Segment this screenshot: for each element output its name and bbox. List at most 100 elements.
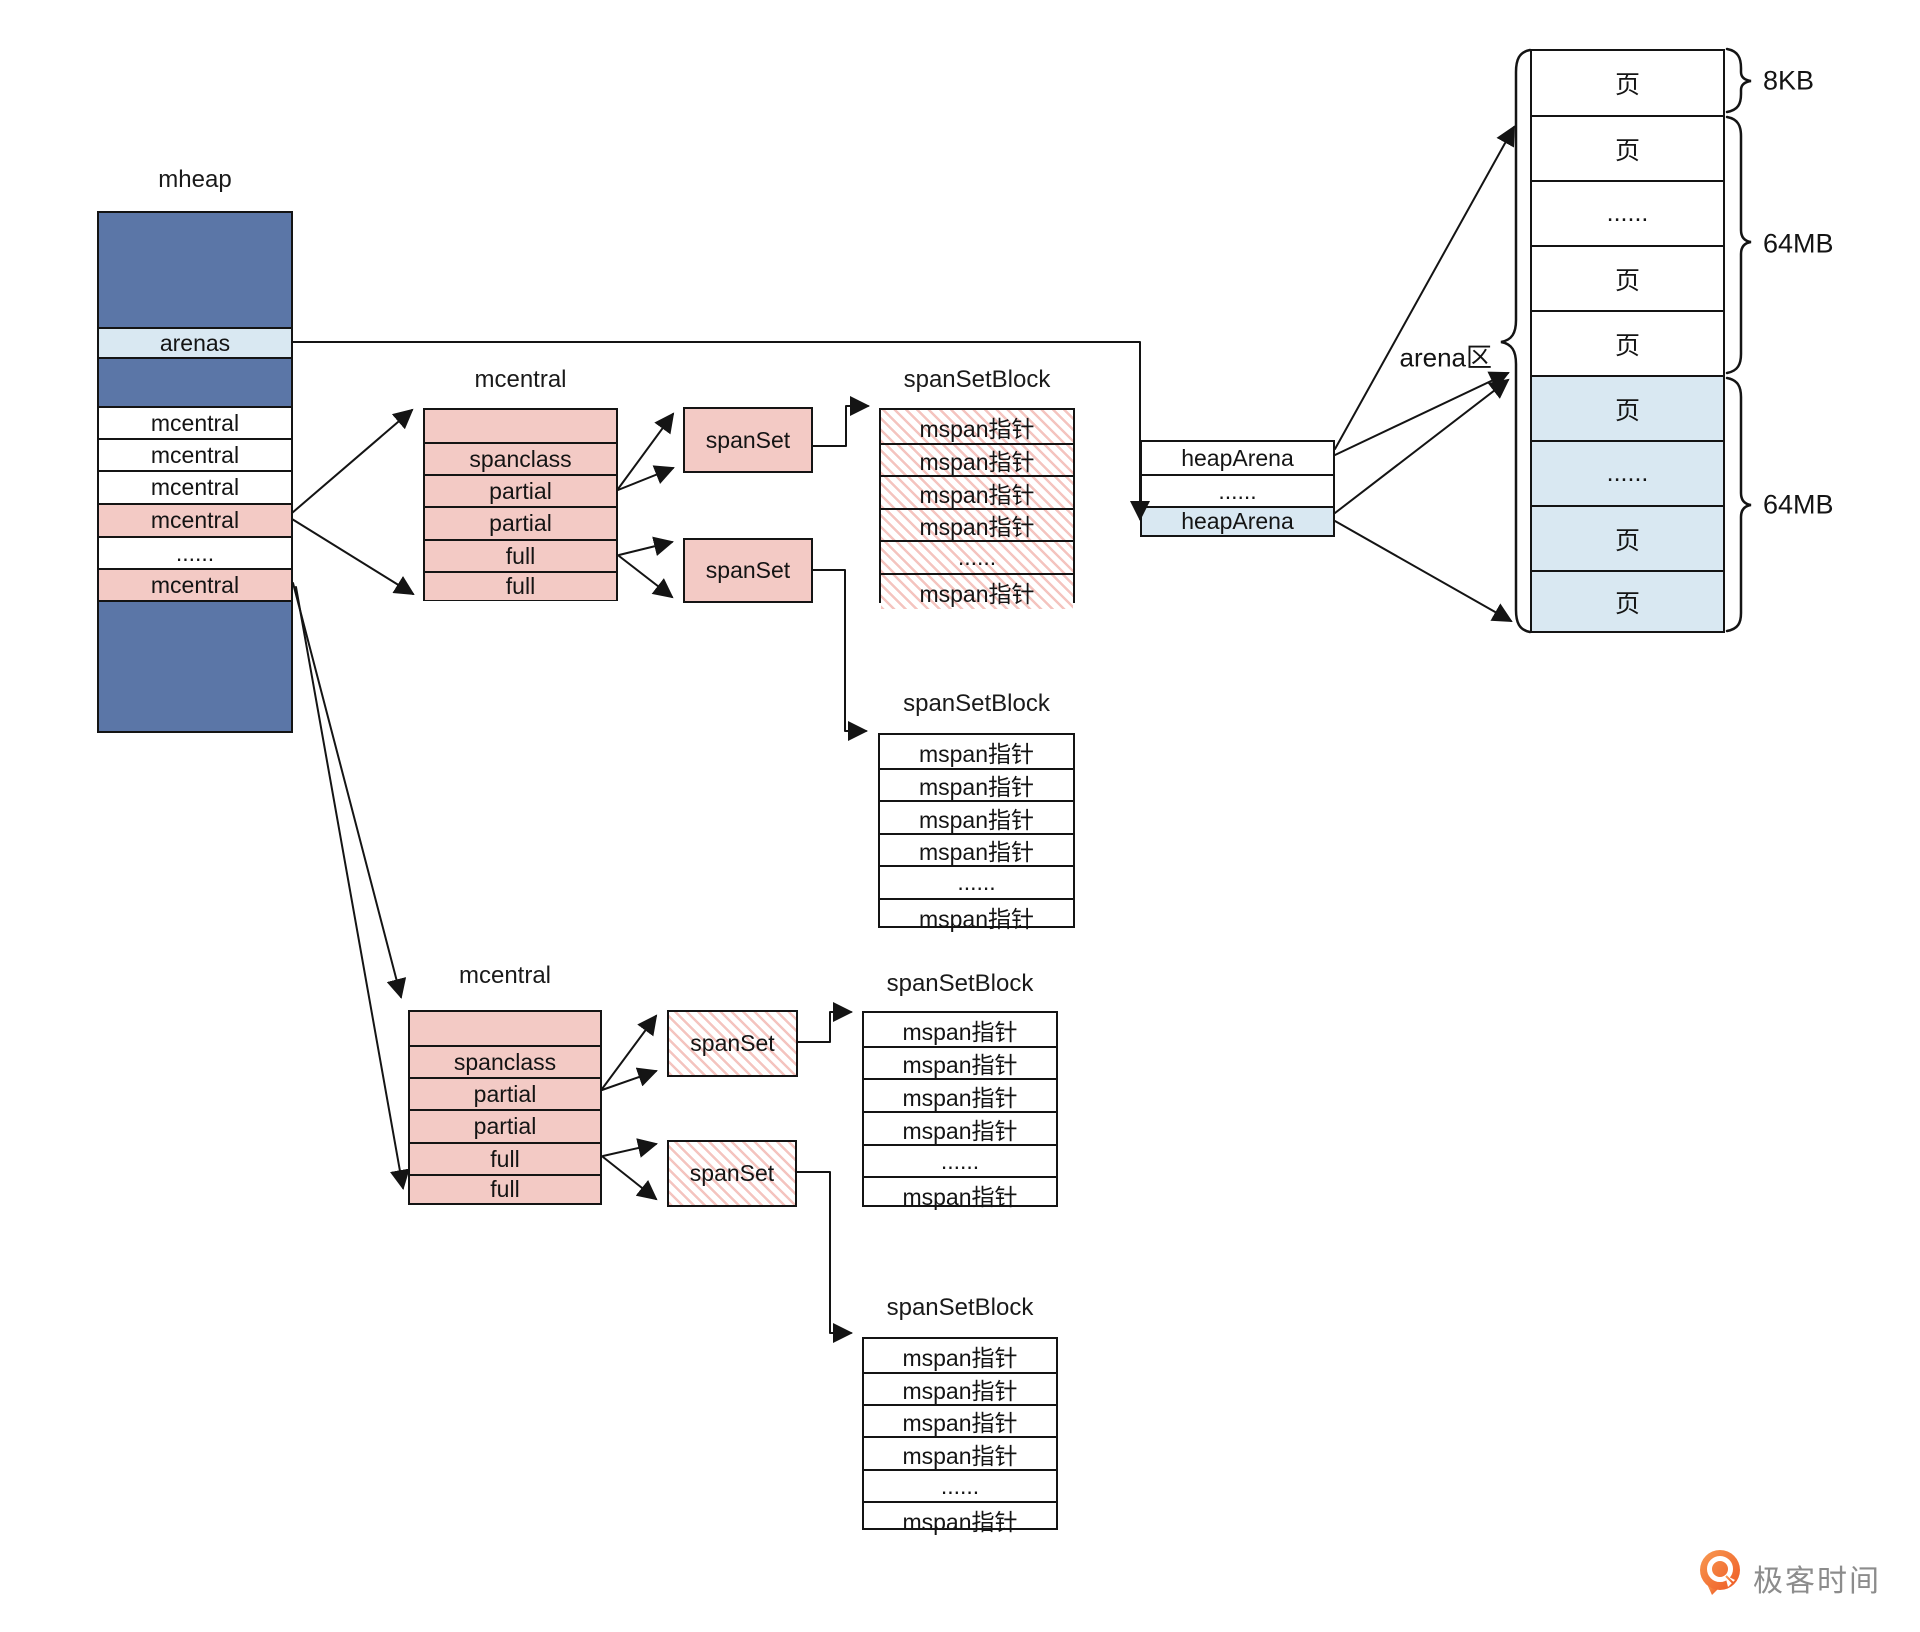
heaparena-ellipsis-row: ......: [1142, 474, 1333, 506]
mcentral-bottom-row-partial: partial: [410, 1109, 600, 1142]
mspan-pointer-row: mspan指针: [902, 1344, 1018, 1371]
mheap-dark-mid: [99, 357, 291, 406]
mspan-pointer-row: mspan指针: [864, 1176, 1056, 1212]
mspan-pointer-row: mspan指针: [864, 1501, 1056, 1537]
page-row: 页: [1532, 115, 1723, 180]
mcentral-top-row-partial: partial: [425, 474, 616, 506]
arrow-full-to-spanset4-b: [602, 1156, 658, 1201]
mcentral-top-title: mcentral: [474, 366, 567, 393]
arrow-full-to-spanset4-a: [602, 1138, 658, 1158]
arrow-spanset1-to-block1: [812, 396, 870, 447]
spanset-1: spanSet: [683, 407, 813, 473]
arena-left-brace: [1500, 48, 1532, 634]
arrow-full-to-spanset2-a: [618, 536, 674, 557]
arrow-heaparena2-to-pages-bottom: [1334, 520, 1513, 622]
arrow-spanset3-to-block3: [797, 1002, 853, 1043]
mcentral-top-row-full: full: [425, 539, 616, 571]
mcentral-bottom-box: spanclass partial partial full full: [408, 1010, 602, 1205]
geektime-logo-text: 极客时间: [1753, 1565, 1881, 1598]
mheap-dark-bottom: [99, 600, 291, 731]
page-row: 页: [1532, 245, 1723, 310]
mcentral-bottom-row-partial: partial: [410, 1077, 600, 1109]
page-row-blue: 页: [1532, 505, 1723, 570]
ellipsis-row: ......: [880, 865, 1073, 898]
mspan-pointer-row: mspan指针: [902, 1018, 1018, 1045]
arrow-full-to-spanset2-b: [618, 555, 674, 599]
mheap-row-mcentral: mcentral: [99, 406, 291, 438]
page-ellipsis-row-blue: ......: [1532, 440, 1723, 505]
mcentral-bottom-row-full: full: [410, 1142, 600, 1174]
spansetblock-1: mspan指针 mspan指针 mspan指针 mspan指针 ...... m…: [879, 408, 1075, 609]
spansetblock-2: mspan指针 mspan指针 mspan指针 mspan指针 ...... m…: [878, 733, 1075, 932]
spanset-2: spanSet: [683, 538, 813, 603]
mspan-pointer-row: mspan指针: [880, 800, 1073, 833]
spansetblock-2-title: spanSetBlock: [903, 690, 1050, 717]
mcentral-top-box: spanclass partial partial full full: [423, 408, 618, 601]
mspan-pointer-row: mspan指针: [881, 475, 1073, 508]
mcentral-top-row-full: full: [425, 571, 616, 600]
arrow-mheap-to-mcentral-top-1: [291, 408, 414, 514]
spanset-4: spanSet: [667, 1140, 797, 1207]
mspan-pointer-row: mspan指针: [864, 1436, 1056, 1469]
mcentral-top-row-spanclass: spanclass: [425, 442, 616, 474]
ellipsis-row: ......: [864, 1469, 1056, 1501]
arrow-mheap-to-mcentral-bottom-1: [292, 582, 407, 999]
arrow-partial-to-spanset3-a: [601, 1014, 658, 1090]
page-row-blue: 页: [1532, 570, 1723, 631]
mspan-pointer-row: mspan指针: [881, 573, 1073, 609]
mspan-pointer-row: mspan指针: [864, 1078, 1056, 1111]
mcentral-bottom-row-spanclass: spanclass: [410, 1045, 600, 1077]
mspan-pointer-row: mspan指针: [864, 1404, 1056, 1436]
heaparena-row-blue: heapArena: [1142, 506, 1333, 535]
arrow-heaparena1-to-pages-top: [1334, 125, 1515, 450]
spansetblock-3-title: spanSetBlock: [886, 970, 1034, 997]
mspan-pointer-row: mspan指针: [880, 898, 1073, 934]
arrow-heaparena2-to-pages-mid: [1334, 378, 1510, 514]
mspan-pointer-row: mspan指针: [864, 1111, 1056, 1144]
arrow-partial-to-spanset3-b: [601, 1067, 658, 1091]
mheap-title: mheap: [158, 166, 232, 193]
mspan-pointer-row: mspan指针: [864, 1372, 1056, 1404]
ellipsis-row: ......: [881, 540, 1073, 573]
arrow-spanset4-to-block4: [796, 1171, 853, 1343]
mcentral-bottom-title: mcentral: [458, 962, 552, 989]
arena-page-stack: 页 页 ...... 页 页 页 ...... 页 页: [1530, 49, 1725, 633]
mcentral-top-row-partial: partial: [425, 506, 616, 539]
mspan-pointer-row: mspan指针: [880, 768, 1073, 800]
arrow-partial-to-spanset1-a: [617, 412, 675, 490]
spansetblock-4: mspan指针 mspan指针 mspan指针 mspan指针 ...... m…: [862, 1337, 1058, 1535]
page-ellipsis-row: ......: [1532, 180, 1723, 245]
geektime-logo-icon: [1700, 1550, 1740, 1595]
spansetblock-3: mspan指针 mspan指针 mspan指针 mspan指针 ...... m…: [862, 1011, 1058, 1210]
mcentral-bottom-row-empty: [410, 1012, 600, 1045]
brace-8kb: [1725, 47, 1752, 114]
mheap-row-mcentral: mcentral: [99, 470, 291, 503]
arrow-mheap-to-mcentral-top-2: [291, 518, 415, 596]
page-row: 页: [1614, 71, 1640, 99]
page-row: 页: [1532, 310, 1723, 375]
heaparena-row: heapArena: [1181, 444, 1294, 471]
mspan-pointer-row: mspan指针: [881, 508, 1073, 540]
mspan-pointer-row: mspan指针: [881, 410, 1073, 443]
arrow-heaparena1-to-pages-mid: [1334, 371, 1510, 456]
mspan-pointer-row: mspan指针: [918, 740, 1035, 767]
mspan-pointer-row: mspan指针: [864, 1046, 1056, 1078]
mheap-row-arenas: arenas: [99, 327, 291, 357]
mheap-box: arenas mcentral mcentral mcentral mcentr…: [97, 211, 293, 733]
mheap-row-mcentral-pink: mcentral: [99, 568, 291, 600]
mcentral-top-row-empty: [425, 410, 616, 442]
heaparena-table: heapArena ...... heapArena: [1140, 440, 1335, 537]
arrow-partial-to-spanset1-b: [617, 465, 675, 491]
mspan-pointer-row: mspan指针: [881, 443, 1073, 475]
arena-region-label: arena区: [1399, 342, 1493, 373]
mheap-dark-top: [99, 213, 291, 327]
brace-64mb-2: [1725, 376, 1752, 633]
arrow-mheap-to-mcentral-bottom-2: [295, 586, 410, 1190]
size-label-64mb-2: 64MB: [1763, 489, 1834, 520]
mheap-row-mcentral-pink: mcentral: [99, 503, 291, 536]
size-label-64mb-1: 64MB: [1763, 228, 1834, 259]
ellipsis-row: ......: [864, 1144, 1056, 1176]
size-label-8kb: 8KB: [1763, 65, 1815, 96]
mheap-row-mcentral: mcentral: [99, 438, 291, 470]
